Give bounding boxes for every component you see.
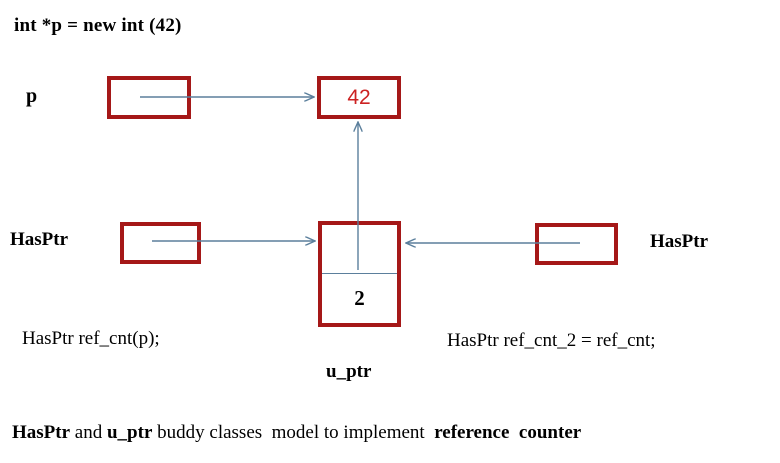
uptr-divider: [322, 273, 397, 274]
heap-value-box: 42: [317, 76, 401, 119]
caption-part-4: buddy classes model to implement: [152, 422, 435, 443]
code-annotation-left: HasPtr ref_cnt(p);: [22, 328, 160, 349]
caption-part-1: HasPtr: [12, 422, 71, 443]
uptr-label: u_ptr: [326, 361, 372, 382]
hasptr-left-box: [120, 222, 201, 264]
heap-value-text: 42: [347, 85, 371, 109]
hasptr-left-label: HasPtr: [10, 229, 69, 250]
pointer-box-p: [107, 76, 191, 119]
caption-part-3: u_ptr: [106, 422, 153, 443]
hasptr-right-box: [535, 223, 618, 265]
hasptr-right-label: HasPtr: [650, 231, 709, 252]
caption-part-2: and: [70, 422, 107, 443]
uptr-refcount-text: 2: [354, 286, 365, 310]
pointer-label-p: p: [26, 85, 38, 107]
code-annotation-right: HasPtr ref_cnt_2 = ref_cnt;: [447, 330, 656, 351]
uptr-box: 2: [318, 221, 401, 327]
caption: HasPtr and u_ptr buddy classes model to …: [12, 423, 581, 442]
caption-part-5: reference counter: [434, 422, 582, 443]
page-title: int *p = new int (42): [14, 15, 182, 36]
